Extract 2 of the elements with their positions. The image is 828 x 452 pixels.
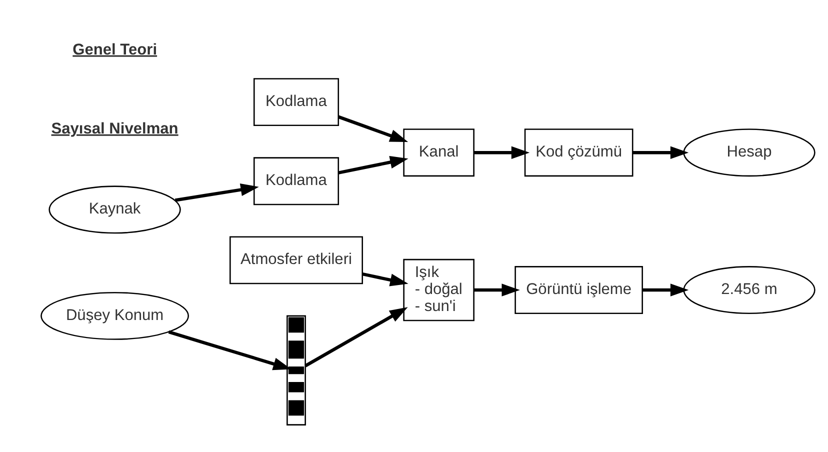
label: Sayısal Nivelman (51, 120, 178, 137)
label: Genel Teori (72, 40, 158, 58)
